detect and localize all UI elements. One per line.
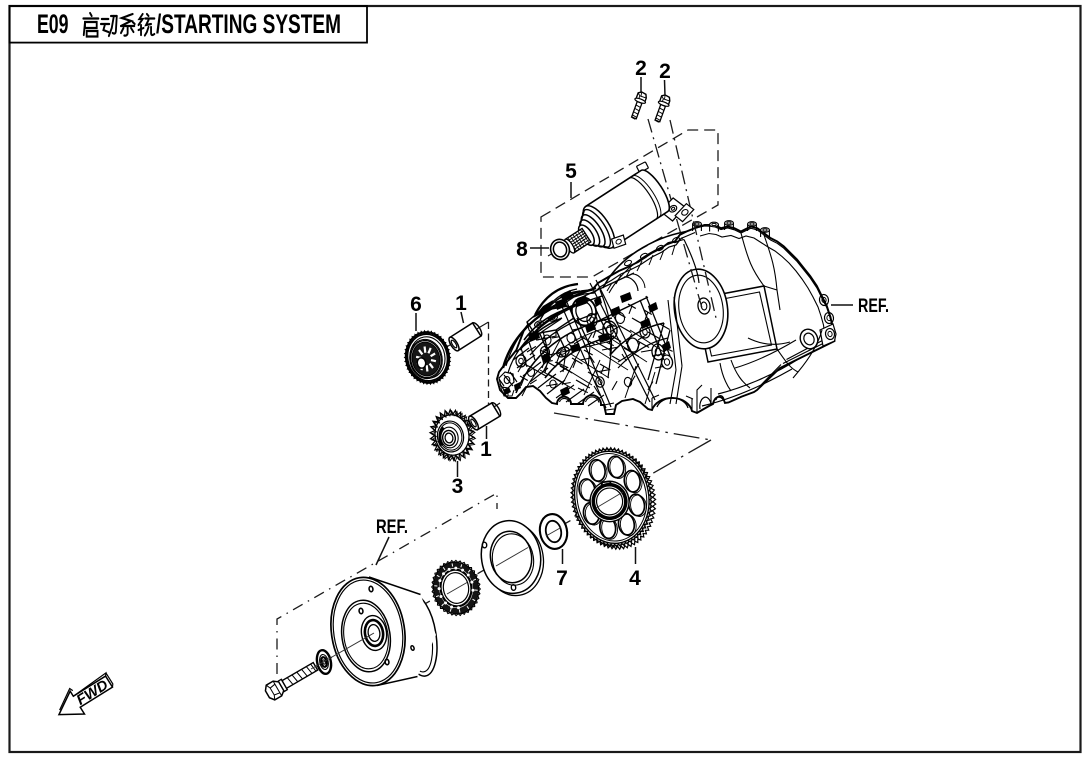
svg-text:/STARTING SYSTEM: /STARTING SYSTEM: [156, 9, 341, 39]
svg-text:7: 7: [556, 567, 568, 590]
svg-text:4: 4: [629, 567, 641, 590]
svg-text:1: 1: [455, 292, 467, 315]
svg-text:REF.: REF.: [376, 516, 408, 538]
svg-text:8: 8: [516, 238, 528, 261]
svg-text:REF.: REF.: [858, 295, 889, 317]
svg-text:6: 6: [410, 293, 422, 316]
svg-text:5: 5: [565, 160, 577, 183]
svg-text:3: 3: [452, 475, 464, 498]
svg-text:2: 2: [635, 57, 647, 80]
svg-text:2: 2: [659, 60, 671, 83]
svg-text:1: 1: [480, 438, 492, 461]
svg-text:E09: E09: [37, 9, 69, 39]
